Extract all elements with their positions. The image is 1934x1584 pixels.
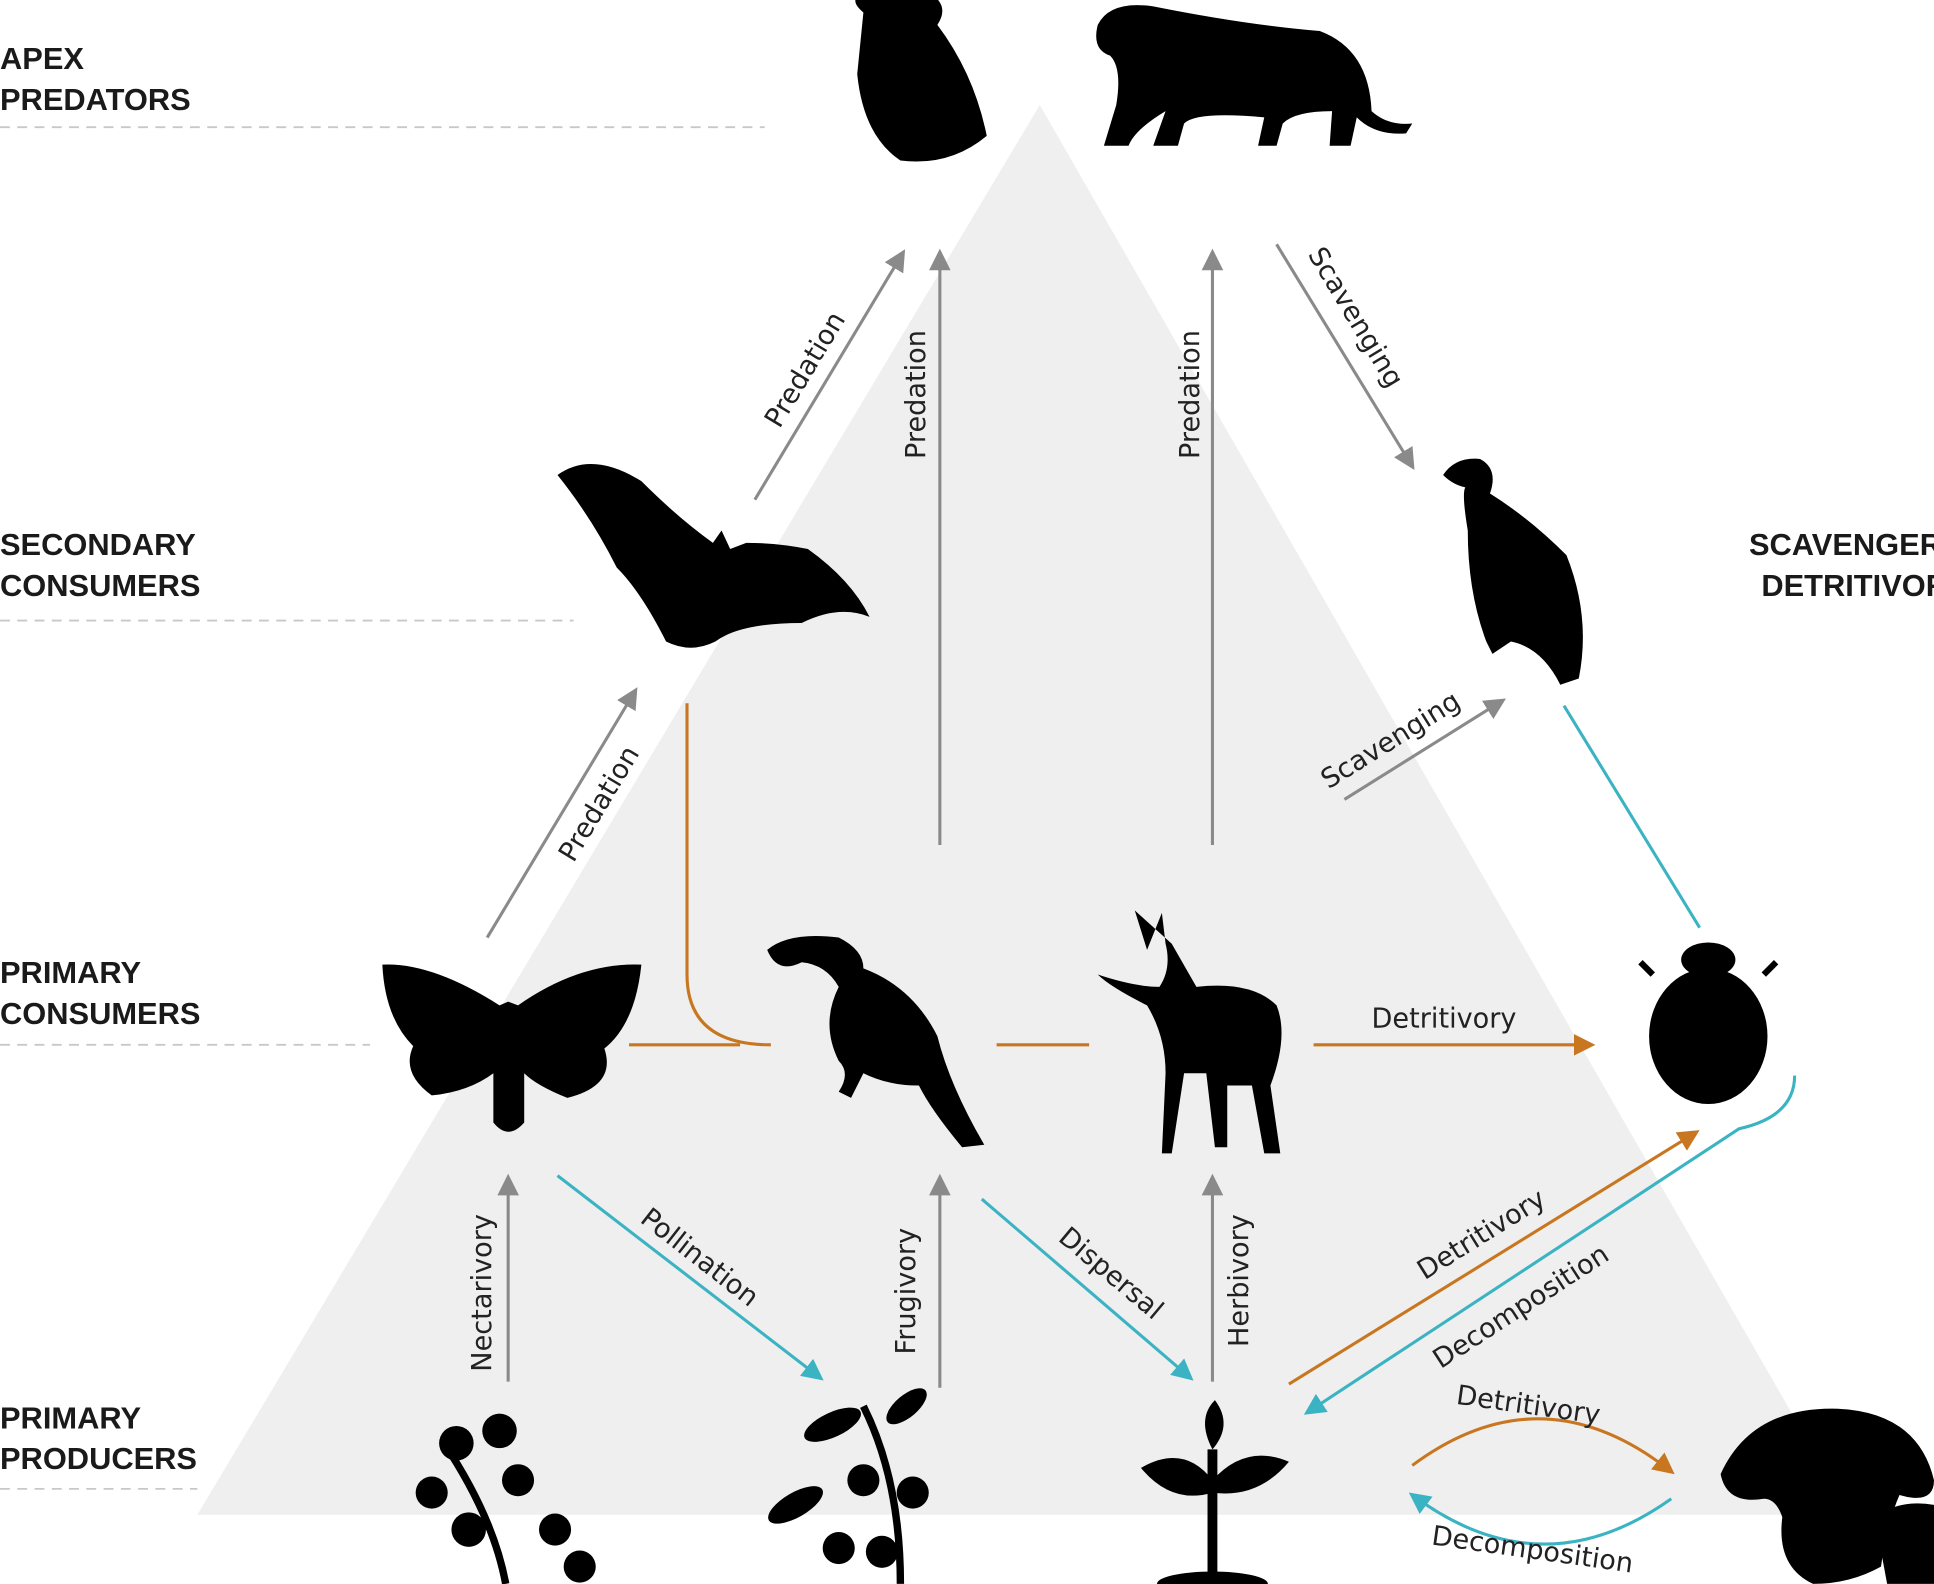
dung-beetle-icon [1638,942,1779,1105]
berry-plant-icon [768,1388,929,1584]
jaguar-icon [1096,5,1413,146]
svg-text:CONSUMERS: CONSUMERS [0,568,200,603]
svg-text:DETRITIVORES: DETRITIVORES [1761,568,1934,603]
label-predation-4: Predation [1175,330,1206,459]
level-primary-label: PRIMARY CONSUMERS [0,955,200,1031]
svg-text:SCAVENGERS: SCAVENGERS [1749,527,1934,562]
svg-text:PRIMARY: PRIMARY [0,955,141,990]
arrow-deer-to-vulture [1343,698,1506,801]
svg-text:PRIMARY: PRIMARY [0,1400,141,1435]
svg-text:PRODUCERS: PRODUCERS [0,1441,197,1476]
svg-text:CONSUMERS: CONSUMERS [0,996,200,1031]
arrow-jaguar-to-vulture [1275,243,1415,471]
arrow-beetle-to-seedling [1303,1075,1797,1415]
arrow-bat-to-owl [753,249,906,501]
label-herbivory: Herbivory [1224,1214,1255,1347]
arrow-toucan-to-seedling [980,1197,1194,1381]
deer-icon [1097,910,1282,1154]
arrow-moth-to-berry [556,1174,824,1381]
line-vulture-to-beetle [1562,704,1701,929]
owl-icon [855,0,987,162]
trophic-pyramid [197,104,1851,1515]
level-secondary-label: SECONDARY CONSUMERS [0,527,200,603]
label-detritivory-1: Detritivory [1372,1004,1517,1035]
label-frugivory: Frugivory [891,1228,922,1355]
moth-icon [382,964,642,1132]
seedling-icon [1140,1400,1289,1584]
svg-text:APEX: APEX [0,41,84,76]
level-apex-label: APEX PREDATORS [0,41,191,117]
arrow-seedling-to-beetle [1288,1130,1700,1386]
arrow-seedling-to-mushroom [1411,1417,1675,1475]
arrow-moth-to-bat [485,687,638,939]
svg-text:PREDATORS: PREDATORS [0,82,191,117]
label-decomposition-2: Decomposition [1430,1521,1635,1580]
line-bat-detritus [685,703,771,1047]
mushroom-icon [1720,1408,1934,1584]
level-scavengers-label: SCAVENGERS DETRITIVORES [1749,527,1934,603]
svg-text:SECONDARY: SECONDARY [0,527,196,562]
bat-icon [557,464,870,648]
level-producers-label: PRIMARY PRODUCERS [0,1400,197,1476]
arrow-mushroom-to-seedling [1408,1492,1673,1546]
vulture-icon [1443,458,1583,685]
label-predation-3: Predation [901,330,932,459]
toucan-icon [767,936,985,1148]
flowering-shrub-icon [415,1413,596,1584]
label-nectarivory: Nectarivory [467,1214,498,1372]
